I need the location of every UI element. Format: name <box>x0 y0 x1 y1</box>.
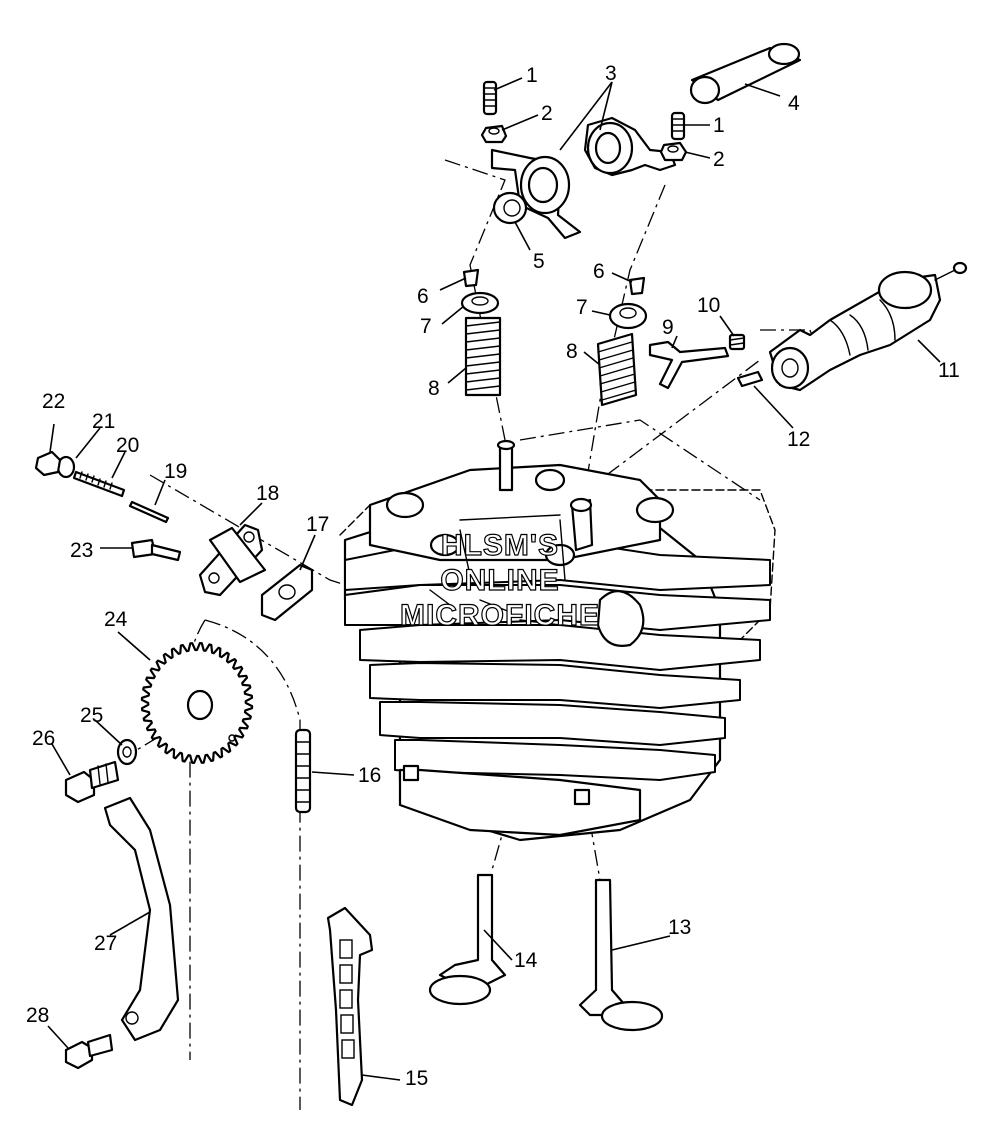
callout-14: 14 <box>514 949 538 972</box>
callout-13: 13 <box>668 916 691 939</box>
callout-6b: 6 <box>593 260 605 283</box>
callout-5: 5 <box>533 250 545 273</box>
leader-lines <box>47 77 941 1081</box>
callout-23: 23 <box>70 539 93 562</box>
valve-retainers <box>460 291 648 330</box>
rocker-arms <box>490 81 677 240</box>
callout-4: 4 <box>788 92 800 115</box>
callout-17: 17 <box>306 513 329 536</box>
callout-7a: 7 <box>420 315 432 338</box>
pivot-shaft <box>648 340 730 390</box>
callout-7b: 7 <box>576 296 588 319</box>
callout-24: 24 <box>104 608 128 631</box>
cam-chain <box>294 728 312 814</box>
valve-springs <box>464 316 638 407</box>
callout-20: 20 <box>116 434 139 457</box>
callout-11: 11 <box>938 359 960 382</box>
valves <box>428 873 664 1032</box>
adjuster-screws <box>482 80 686 141</box>
rocker-shaft <box>689 42 802 105</box>
callout-22: 22 <box>42 390 65 413</box>
cam-sprocket <box>140 642 254 764</box>
callout-27: 27 <box>94 932 117 955</box>
sprocket-hardware <box>64 738 138 804</box>
callout-6a: 6 <box>417 285 429 308</box>
callout-21: 21 <box>92 410 115 433</box>
callout-labels: 1 1 2 2 3 4 5 6 6 7 7 8 8 9 10 11 12 13 … <box>26 62 960 1090</box>
watermark-line-3: MICROFICHE <box>400 599 600 632</box>
callout-28: 28 <box>26 1004 49 1027</box>
callout-8a: 8 <box>428 377 440 400</box>
callout-2b: 2 <box>713 148 725 171</box>
callout-18: 18 <box>256 482 279 505</box>
chain-guide <box>326 906 374 1107</box>
watermark-line-1: HLSM'S <box>441 529 559 562</box>
dowel-pin <box>736 370 764 388</box>
tensioner-hardware <box>34 450 182 562</box>
callout-15: 15 <box>405 1067 428 1090</box>
callout-19: 19 <box>164 460 187 483</box>
cylinder-head <box>339 439 776 842</box>
callout-25: 25 <box>80 704 103 727</box>
valve-keepers <box>462 268 646 296</box>
callout-3: 3 <box>605 62 617 85</box>
washer <box>492 191 528 225</box>
camshaft <box>768 261 968 392</box>
chain-tensioner <box>198 523 267 597</box>
watermark: HLSM'S ONLINE MICROFICHE <box>399 528 600 632</box>
chain-guide-rear <box>103 796 180 1042</box>
lock-nuts <box>480 124 688 162</box>
callout-1a: 1 <box>526 64 538 87</box>
watermark-line-2: ONLINE <box>440 564 559 597</box>
callout-16: 16 <box>358 764 381 787</box>
callout-8b: 8 <box>566 340 578 363</box>
callout-26: 26 <box>32 727 55 750</box>
callout-2a: 2 <box>541 102 553 125</box>
gasket <box>260 563 314 622</box>
guide-bolt <box>64 1033 114 1070</box>
small-spring <box>728 333 746 351</box>
callout-9: 9 <box>662 316 674 339</box>
callout-1b: 1 <box>713 114 725 137</box>
callout-10: 10 <box>697 294 720 317</box>
callout-12: 12 <box>787 428 810 451</box>
